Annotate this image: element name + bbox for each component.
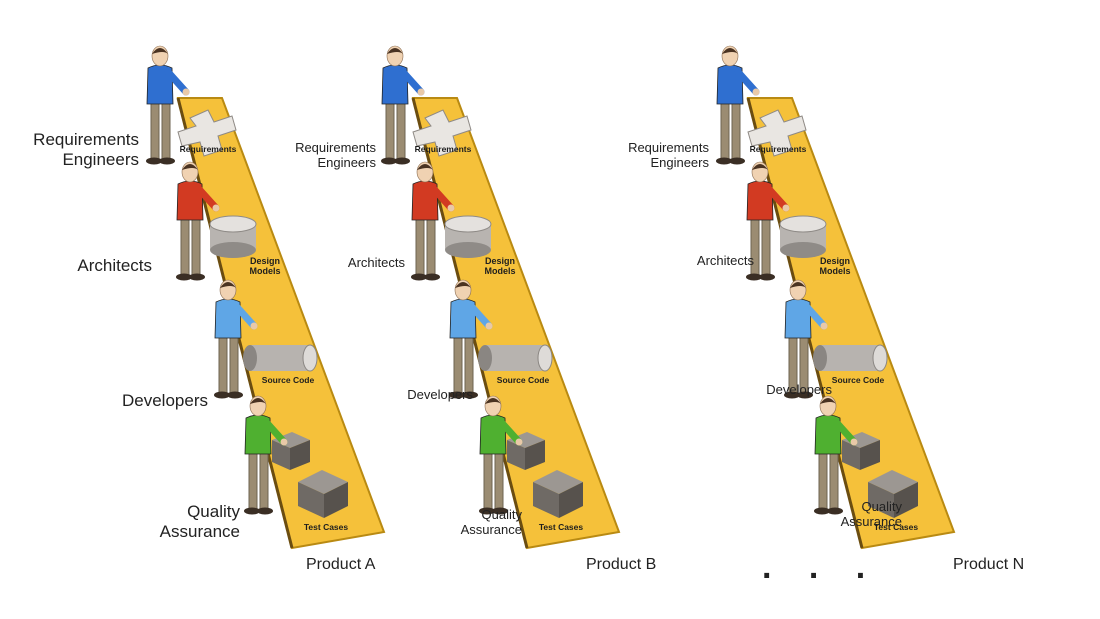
requirements-artifact-label: Requirements — [750, 144, 807, 154]
role-label-architects: Architects — [347, 255, 405, 270]
role-label-developers: Developers — [407, 387, 473, 402]
developer-figure — [214, 279, 258, 399]
architect-figure — [746, 161, 790, 281]
conveyor-belt — [746, 97, 956, 550]
product-label: Product A — [306, 556, 376, 573]
source-code-artifact-label: Source Code — [497, 375, 550, 385]
role-label-architects: Architects — [77, 256, 152, 275]
developer-figure — [784, 279, 828, 399]
design-models-cylinder-icon — [209, 215, 257, 258]
source-code-roll-icon — [813, 344, 888, 372]
design-models-cylinder-icon — [779, 215, 827, 258]
test-case-box-icon — [298, 470, 348, 518]
requirements-engineer-figure — [381, 45, 425, 165]
test-cases-artifact-label: Test Cases — [539, 522, 584, 532]
source-code-artifact-label: Source Code — [262, 375, 315, 385]
source-code-roll-icon — [243, 344, 318, 372]
requirements-cross-icon — [747, 109, 807, 157]
qa-figure — [479, 395, 523, 515]
architect-figure — [411, 161, 455, 281]
test-cases-artifact-label: Test Cases — [874, 522, 919, 532]
design-models-cylinder-icon — [444, 215, 492, 258]
product-label: Product B — [586, 556, 657, 573]
test-case-box-icon — [272, 432, 310, 470]
source-code-roll-icon — [478, 344, 553, 372]
requirements-artifact-label: Requirements — [415, 144, 472, 154]
test-case-box-icon — [868, 470, 918, 518]
source-code-artifact-label: Source Code — [832, 375, 885, 385]
role-label-developers: Developers — [122, 391, 208, 410]
requirements-artifact-label: Requirements — [180, 144, 237, 154]
conveyor-belt — [411, 97, 621, 550]
requirements-engineer-figure — [716, 45, 760, 165]
requirements-cross-icon — [412, 109, 472, 157]
requirements-engineer-figure — [146, 45, 190, 165]
qa-figure — [814, 395, 858, 515]
role-label-developers: Developers — [766, 382, 832, 397]
qa-figure — [244, 395, 288, 515]
more-products-ellipsis: . . . — [762, 548, 880, 586]
developer-figure — [449, 279, 493, 399]
product-label: Product N — [953, 556, 1025, 573]
requirements-cross-icon — [177, 109, 237, 157]
architect-figure — [176, 161, 220, 281]
test-case-box-icon — [533, 470, 583, 518]
test-cases-artifact-label: Test Cases — [304, 522, 349, 532]
role-label-architects: Architects — [696, 253, 754, 268]
